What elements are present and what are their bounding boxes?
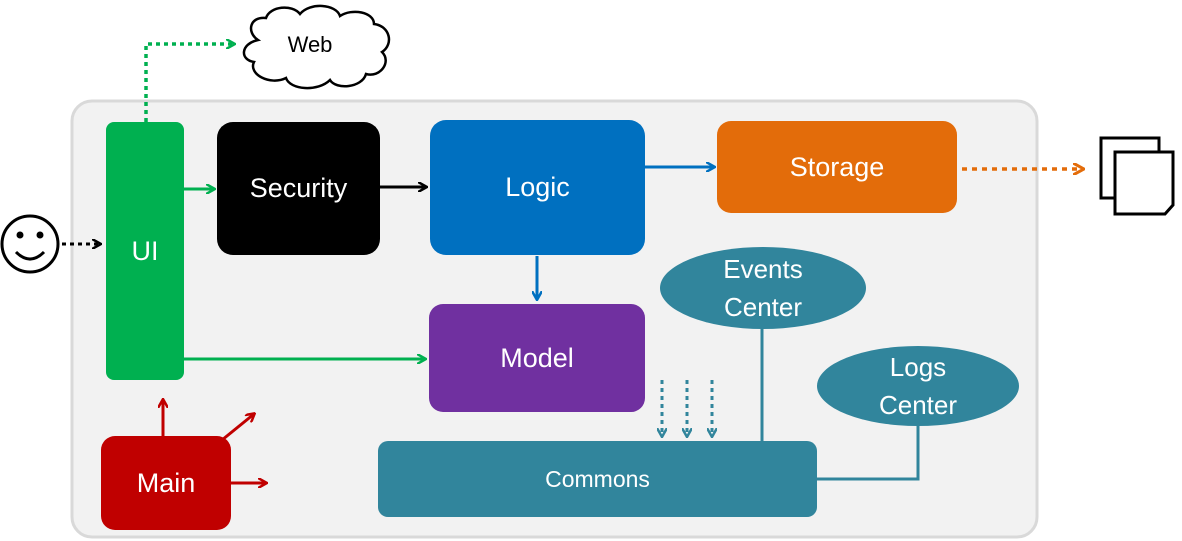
events-center-label-line1: Events bbox=[723, 254, 803, 284]
storage-component: Storage bbox=[717, 121, 957, 213]
logic-component: Logic bbox=[430, 120, 645, 255]
commons-label: Commons bbox=[545, 465, 650, 492]
ui-to-web-arrow bbox=[144, 44, 234, 122]
model-component: Model bbox=[429, 304, 645, 412]
web-cloud-icon bbox=[242, 4, 391, 90]
smiley-face-icon bbox=[0, 214, 60, 274]
commons-component: Commons bbox=[378, 441, 817, 517]
logs-center-connector bbox=[816, 424, 920, 481]
logic-label: Logic bbox=[505, 172, 570, 202]
logs-center-label-line1: Logs bbox=[889, 352, 947, 382]
web-label: Web bbox=[287, 32, 333, 57]
main-component: Main bbox=[101, 436, 231, 530]
model-label: Model bbox=[500, 342, 574, 373]
logs-center-ellipse: Logs Center bbox=[817, 346, 1019, 426]
ui-label: UI bbox=[131, 235, 159, 266]
main-diagonal-arrow bbox=[221, 414, 254, 442]
events-center-ellipse: Events Center bbox=[660, 247, 866, 329]
security-label: Security bbox=[249, 173, 348, 203]
logs-center-label-line2: Center bbox=[878, 390, 958, 420]
document-stack-icon bbox=[1099, 136, 1175, 216]
security-component: Security bbox=[217, 122, 380, 255]
events-center-label-line2: Center bbox=[723, 292, 803, 322]
storage-label: Storage bbox=[789, 151, 885, 182]
ui-component: UI bbox=[106, 122, 184, 380]
main-label: Main bbox=[136, 467, 196, 498]
